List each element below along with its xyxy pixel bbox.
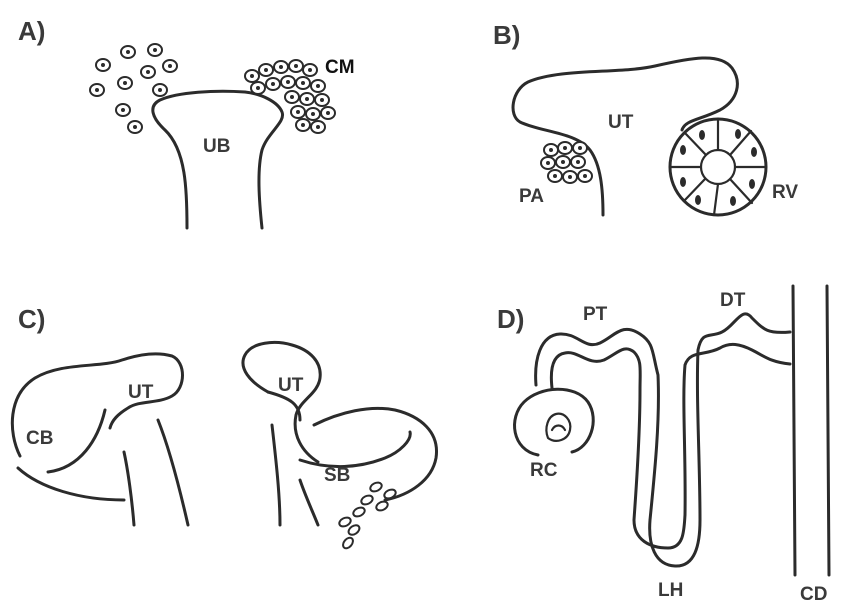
panel-b-letter: B): [493, 20, 520, 50]
collecting-duct-right-wall: [827, 286, 829, 575]
label-rc: RC: [530, 460, 558, 481]
glomerular-tuft: [552, 426, 565, 431]
label-cb: CB: [26, 428, 53, 449]
label-lh: LH: [658, 580, 683, 601]
label-cm: CM: [325, 57, 355, 78]
panel-c-letter: C): [18, 304, 45, 334]
cap-mesenchyme-cells-left: [90, 44, 177, 133]
label-rv: RV: [772, 182, 798, 203]
panel-b: B): [493, 20, 798, 215]
renal-vesicle: [670, 119, 766, 215]
ureteric-bud-outline: [153, 91, 283, 228]
label-cd: CD: [800, 584, 827, 605]
label-ub: UB: [203, 136, 230, 157]
renal-corpuscle-outline: [515, 389, 594, 455]
pretubular-aggregate: [541, 142, 592, 183]
panel-d: D) PT DT RC LH CD: [497, 286, 829, 605]
panel-c: C) CB UT UT SB: [12, 304, 436, 550]
label-pa: PA: [519, 186, 544, 207]
s-tubule-left-wall: [272, 425, 280, 525]
panel-d-letter: D): [497, 304, 524, 334]
comma-tubule-right-wall: [158, 420, 188, 525]
glomerulus: [546, 414, 570, 441]
panel-a: A): [18, 16, 355, 228]
label-dt: DT: [720, 290, 746, 311]
s-tubule-right-wall: [300, 480, 318, 525]
comma-shaped-body-tail: [18, 468, 124, 500]
cap-mesenchyme-cells-right: [245, 60, 335, 133]
label-ut: UT: [608, 112, 634, 133]
label-ut-right: UT: [278, 375, 304, 396]
tubule-inner-wall: [551, 344, 790, 548]
s-shaped-body-loose-cells: [338, 481, 397, 550]
comma-shaped-body-inner: [48, 410, 105, 472]
panel-a-letter: A): [18, 16, 45, 46]
collecting-duct-left-wall: [793, 286, 795, 575]
label-sb: SB: [324, 465, 350, 486]
label-ut-left: UT: [128, 382, 154, 403]
s-shaped-body-outline: [243, 342, 320, 462]
tubule-outer-wall: [536, 314, 790, 566]
comma-tubule-left-wall: [124, 452, 134, 525]
label-pt: PT: [583, 304, 608, 325]
